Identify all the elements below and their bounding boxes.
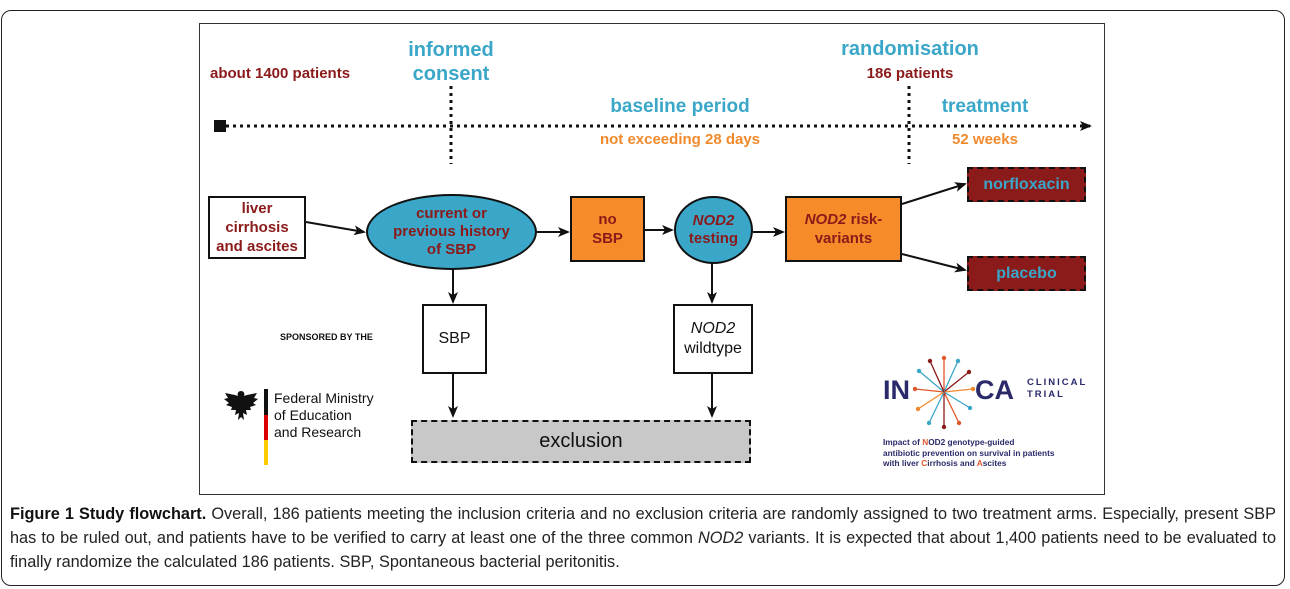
- sponsor-header: SPONSORED BY THE: [280, 332, 373, 342]
- randomisation-label: randomisation: [841, 38, 979, 60]
- inca-logo: IN CA CLINICAL TRIAL Impact of: [883, 355, 1093, 480]
- federal-eagle-icon: [222, 389, 260, 428]
- arrow-cirrhosis-history: [305, 221, 366, 236]
- informed-consent-label: informed consent: [408, 39, 494, 85]
- timeline-start-marker: [214, 120, 226, 132]
- german-flag-stripe: [264, 389, 268, 465]
- exclusion-box: exclusion: [411, 420, 751, 463]
- treatment-duration-label: 52 weeks: [952, 131, 1018, 148]
- arrow-risk-placebo: [901, 253, 967, 273]
- norfloxacin-arm: norfloxacin: [967, 167, 1086, 202]
- nod2-risk-variants-box: NOD2 risk-variants: [785, 196, 902, 262]
- arrow-risk-norfloxacin: [901, 182, 967, 205]
- placebo-arm: placebo: [967, 256, 1086, 291]
- logo-ca: CA: [975, 375, 1014, 405]
- sbp-box: SBP: [422, 304, 487, 374]
- figure-frame: [1, 10, 1285, 586]
- treatment-label: treatment: [941, 96, 1029, 117]
- logo-description: Impact of NOD2 genotype-guided antibioti…: [883, 437, 1055, 468]
- caption-label: Figure 1 Study flowchart.: [10, 505, 207, 523]
- randomised-patients-label: 186 patients: [866, 65, 954, 82]
- logo-burst-icon: [913, 355, 975, 430]
- connector-lines: [214, 86, 1092, 418]
- baseline-duration-label: not exceeding 28 days: [599, 131, 761, 148]
- figure-caption: Figure 1 Study flowchart. Overall, 186 p…: [10, 505, 1277, 571]
- flowchart-figure: about 1400 patients informed consent bas…: [199, 23, 1105, 495]
- ministry-name: Federal Ministry of Education and Resear…: [274, 390, 374, 440]
- baseline-period-label: baseline period: [610, 96, 750, 117]
- logo-in: IN: [883, 375, 910, 405]
- patients-start-label: about 1400 patients: [210, 65, 351, 82]
- logo-clinical-trial: CLINICAL TRIAL: [1027, 377, 1088, 400]
